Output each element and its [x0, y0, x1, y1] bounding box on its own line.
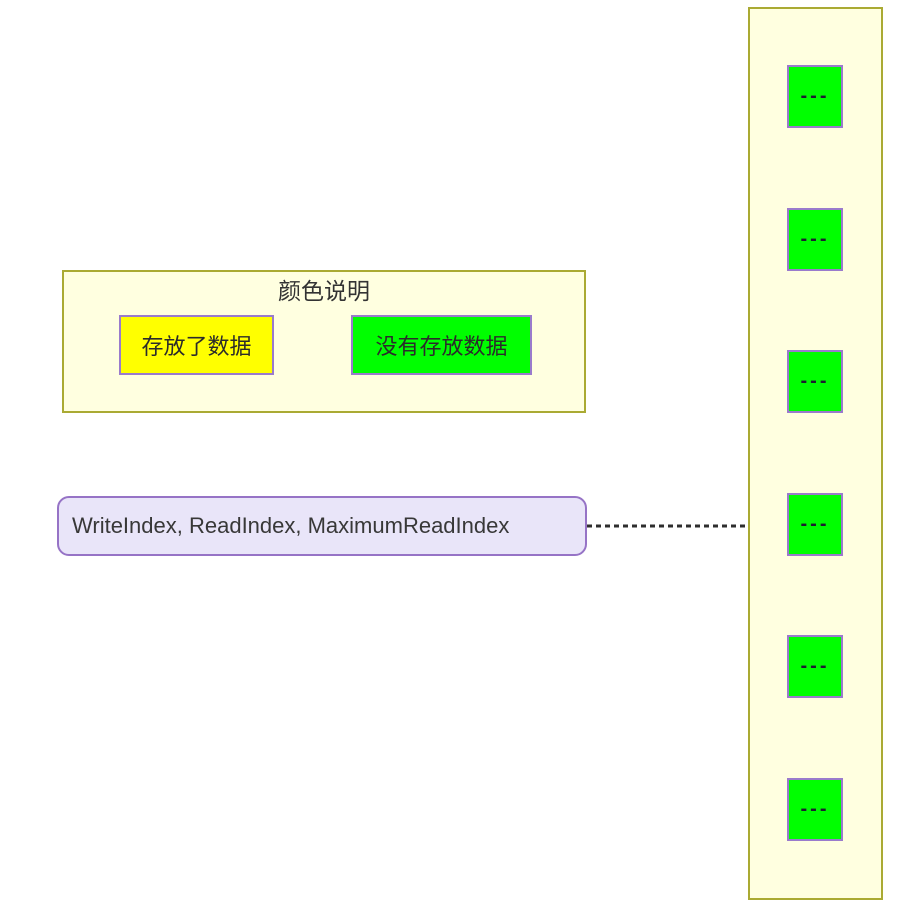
- legend-item-empty: 没有存放数据: [351, 315, 532, 375]
- legend-item-filled: 存放了数据: [119, 315, 274, 375]
- legend-title: 颜色说明: [278, 278, 370, 304]
- buffer-cell: ---: [787, 350, 843, 413]
- buffer-cell-label: ---: [800, 370, 830, 392]
- buffer-cell: ---: [787, 635, 843, 698]
- index-pointer-box: WriteIndex, ReadIndex, MaximumReadIndex: [57, 496, 587, 556]
- buffer-cell: ---: [787, 493, 843, 556]
- buffer-cell: ---: [787, 65, 843, 128]
- legend-item-filled-label: 存放了数据: [141, 334, 252, 359]
- buffer-cell-label: ---: [800, 513, 830, 535]
- buffer-cell: ---: [787, 778, 843, 841]
- legend-item-empty-label: 没有存放数据: [375, 334, 508, 359]
- buffer-cell: ---: [787, 208, 843, 271]
- buffer-column: --- --- --- --- --- ---: [748, 7, 883, 900]
- buffer-cell-label: ---: [800, 798, 830, 820]
- buffer-cell-label: ---: [800, 228, 830, 250]
- index-pointer-label: WriteIndex, ReadIndex, MaximumReadIndex: [72, 513, 510, 538]
- buffer-cell-label: ---: [800, 85, 830, 107]
- legend-box: 颜色说明 存放了数据 没有存放数据: [62, 270, 586, 413]
- buffer-cell-label: ---: [800, 655, 830, 677]
